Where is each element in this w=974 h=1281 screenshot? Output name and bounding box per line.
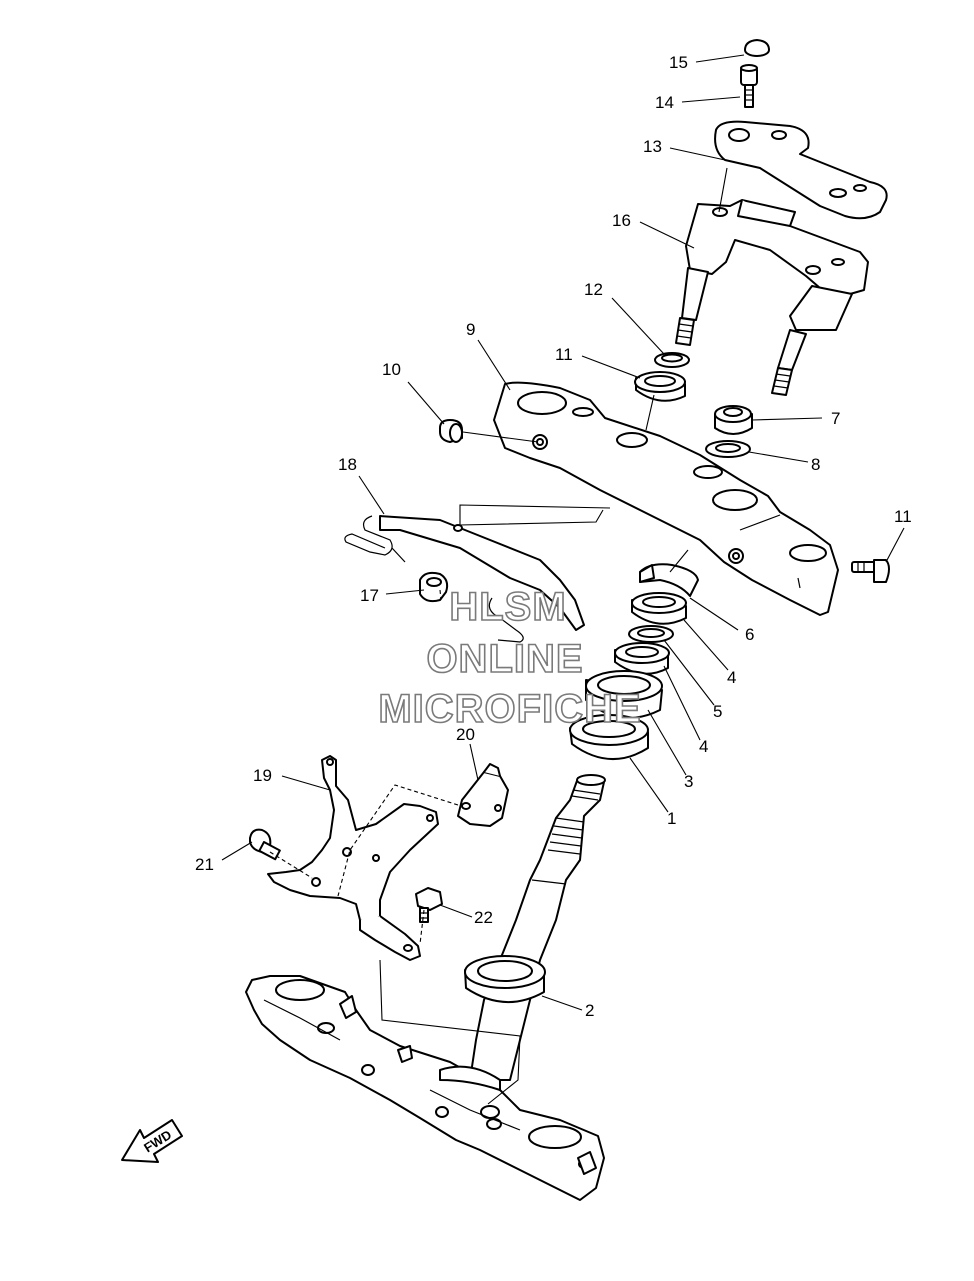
label-23: 22 <box>474 908 493 927</box>
steering-stem[interactable] <box>245 774 606 1201</box>
label-21: 20 <box>456 725 475 744</box>
connection-lines <box>269 167 728 1105</box>
watermark-line-3: MICROFICHE <box>378 687 641 731</box>
part-21-bracket-clip[interactable] <box>457 763 509 827</box>
part-1-bearing[interactable] <box>569 714 649 760</box>
part-4-ring-nut-upper[interactable] <box>631 592 687 625</box>
label-19: 18 <box>338 455 357 474</box>
part-5-washer[interactable] <box>628 625 674 643</box>
part-13-washer[interactable] <box>654 352 690 368</box>
part-3-bearing-cover[interactable] <box>585 670 663 719</box>
label-1: 1 <box>667 809 676 828</box>
part-9-upper-bracket[interactable] <box>493 381 839 616</box>
label-14: 13 <box>643 137 662 156</box>
part-10-cap[interactable] <box>439 419 463 443</box>
part-18-clip[interactable] <box>419 571 449 603</box>
part-20-stay-bracket[interactable] <box>267 755 439 961</box>
label-4-upper: 4 <box>727 668 736 687</box>
watermark-line-1: HLSM <box>449 585 566 629</box>
part-14-handlebar-clamp[interactable] <box>714 120 888 220</box>
label-20: 19 <box>253 766 272 785</box>
watermark: HLSM ONLINE MICROFICHE <box>378 584 642 732</box>
part-8-washer[interactable] <box>705 440 751 458</box>
leader-lines <box>221 54 905 1011</box>
part-6-lock-washer[interactable] <box>639 563 699 597</box>
part-16-cap[interactable] <box>744 39 770 57</box>
part-2-lower-bearing[interactable] <box>464 955 546 1003</box>
label-16: 15 <box>669 53 688 72</box>
label-12: 11 <box>555 345 573 364</box>
label-10: 10 <box>382 360 401 379</box>
label-22: 21 <box>195 855 214 874</box>
label-15: 14 <box>655 93 674 112</box>
label-7: 7 <box>831 409 840 428</box>
part-17-handlebar-holder[interactable] <box>675 199 869 396</box>
part-4-ring-nut-lower[interactable] <box>614 642 670 675</box>
label-8: 8 <box>811 455 820 474</box>
part-7-nut[interactable] <box>714 405 753 435</box>
label-17: 16 <box>612 211 631 230</box>
label-18: 17 <box>360 586 379 605</box>
label-3: 3 <box>684 772 693 791</box>
part-19-cable-guide[interactable] <box>344 515 585 643</box>
fwd-direction-arrow: FWD <box>121 1119 183 1163</box>
label-4-lower: 4 <box>699 737 708 756</box>
label-5: 5 <box>713 702 722 721</box>
part-15-bolt[interactable] <box>740 64 758 108</box>
label-13: 12 <box>584 280 603 299</box>
part-23-bolt[interactable] <box>415 887 443 923</box>
part-22-bolt[interactable] <box>249 828 281 861</box>
watermark-line-2: ONLINE <box>426 637 583 681</box>
part-labels: 15 14 13 16 12 11 9 10 7 8 11 18 17 6 4 … <box>195 53 912 1020</box>
part-12-bushing[interactable] <box>634 371 686 402</box>
label-11: 11 <box>894 507 912 526</box>
part-11-bolt[interactable] <box>851 559 890 583</box>
label-2: 2 <box>585 1001 594 1020</box>
label-9: 9 <box>466 320 475 339</box>
label-6: 6 <box>745 625 754 644</box>
